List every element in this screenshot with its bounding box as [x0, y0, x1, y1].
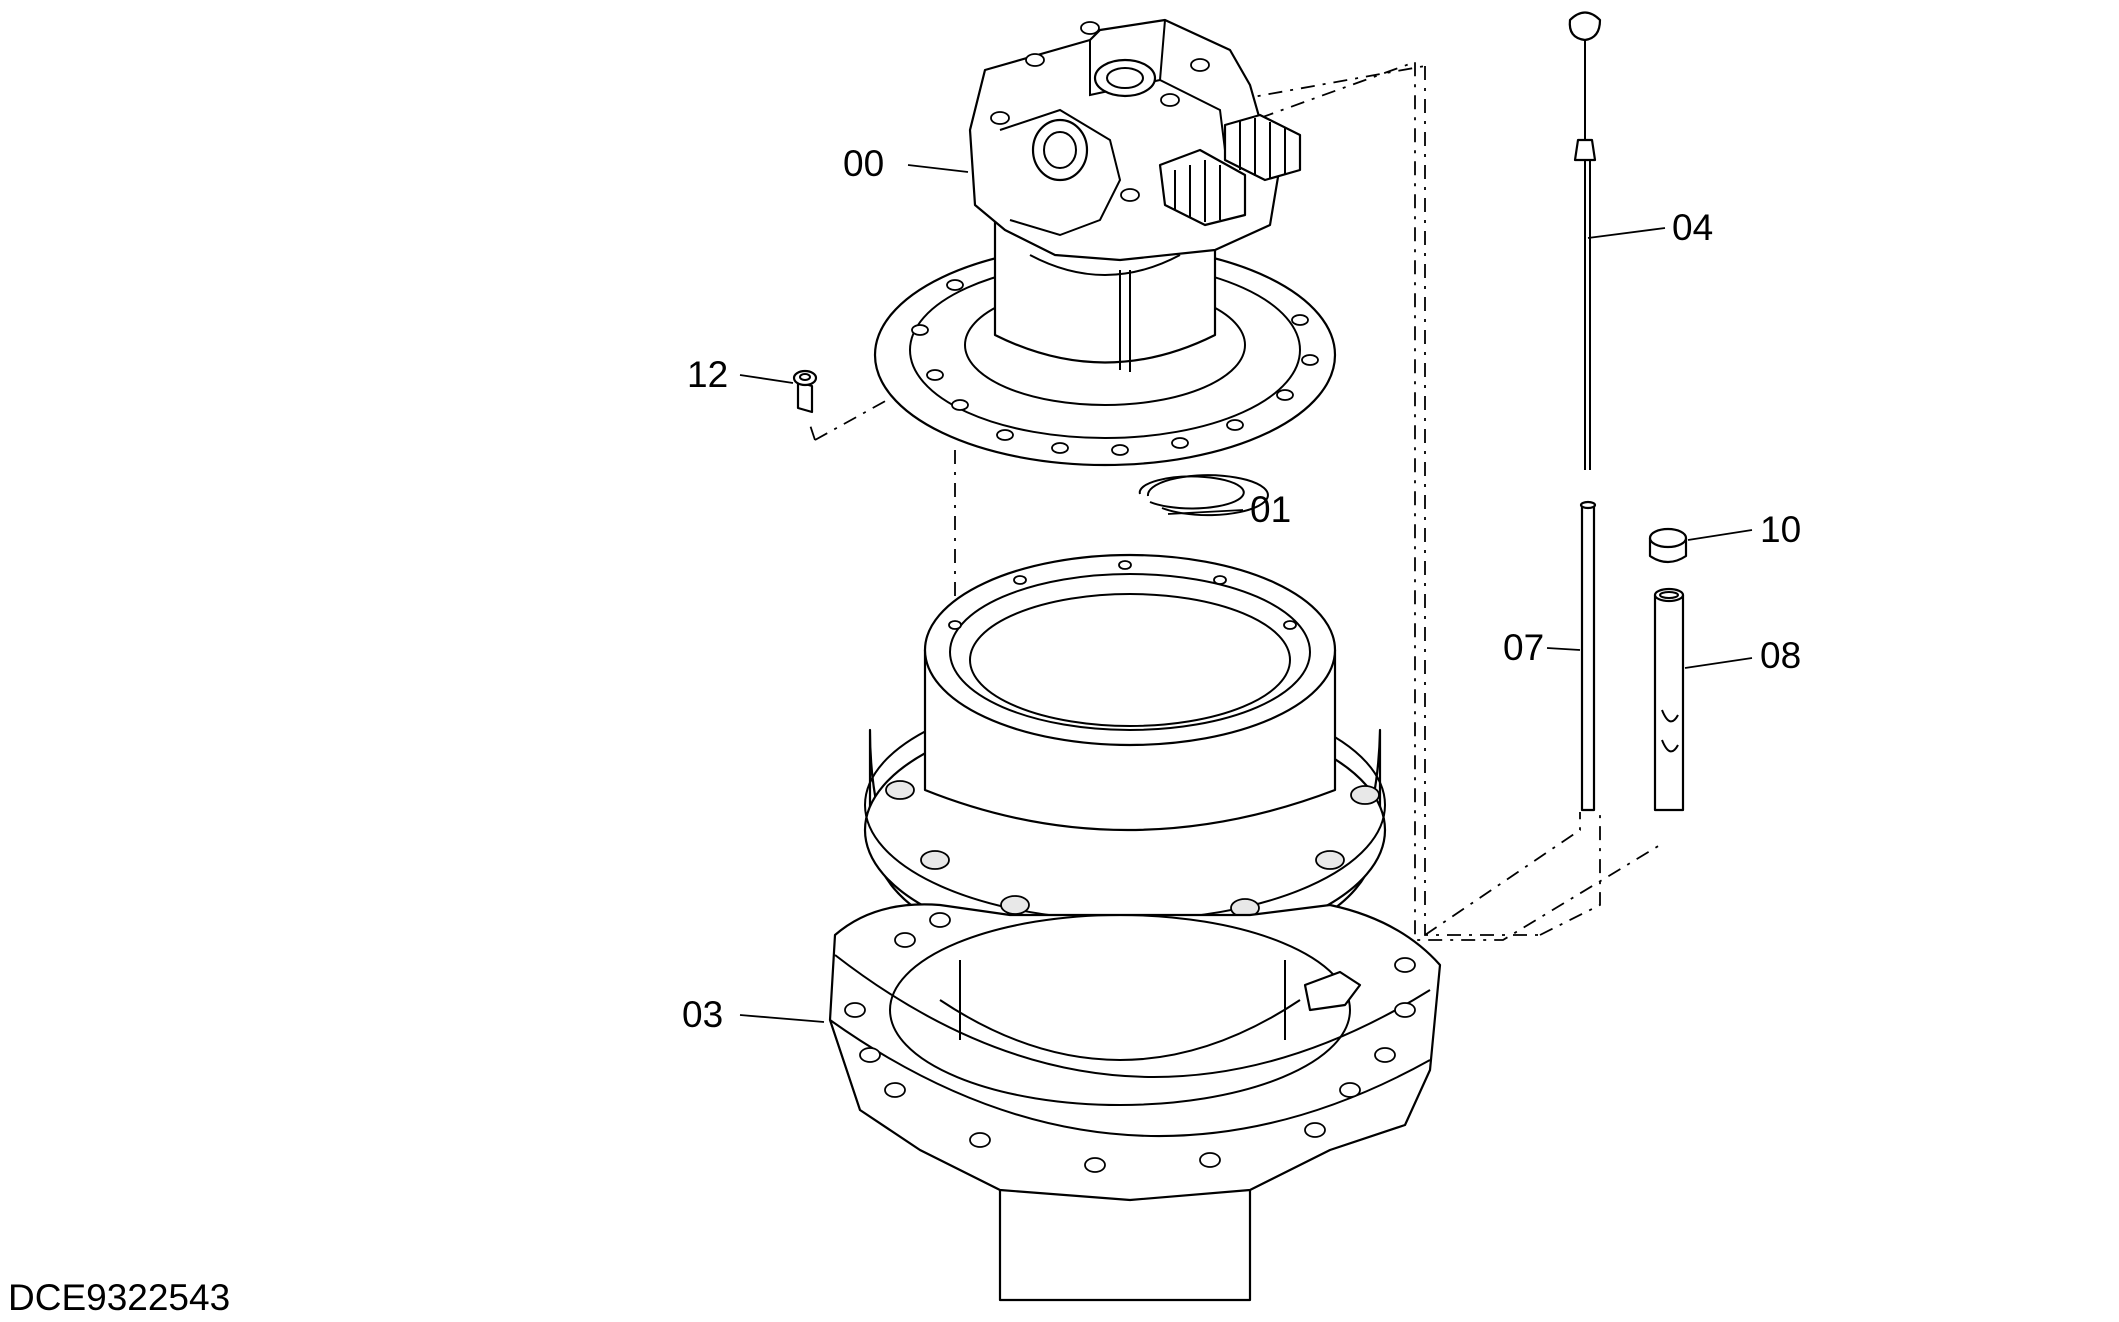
label-part-10: 10: [1760, 509, 1801, 550]
flange-bolt-holes: [911, 279, 1319, 456]
label-part-01: 01: [1250, 489, 1291, 530]
base-flange-holes: [844, 912, 1416, 1173]
pipe-part-07: [1546, 500, 1597, 812]
label-part-04: 04: [1672, 207, 1713, 248]
label-part-07: 07: [1503, 627, 1544, 668]
label-part-12: 12: [687, 354, 728, 395]
cap-part-10: [1648, 527, 1753, 564]
label-part-00: 00: [843, 143, 884, 184]
label-part-03: 03: [682, 994, 723, 1035]
snap-ring-part-01: [1138, 474, 1269, 517]
bolt-part-12: [739, 369, 818, 414]
pipe-part-08: [1653, 587, 1753, 812]
document-code: DCE9322543: [8, 1277, 230, 1318]
dipstick-part-04: [1568, 11, 1666, 470]
gear-housing: [863, 553, 1387, 992]
part-labels: 00 01 03 04 07 08 10 12: [682, 143, 1801, 1035]
label-part-08: 08: [1760, 635, 1801, 676]
pinion-housing-part-03: [739, 903, 1442, 1302]
swing-motor-part-00: [873, 18, 1337, 467]
